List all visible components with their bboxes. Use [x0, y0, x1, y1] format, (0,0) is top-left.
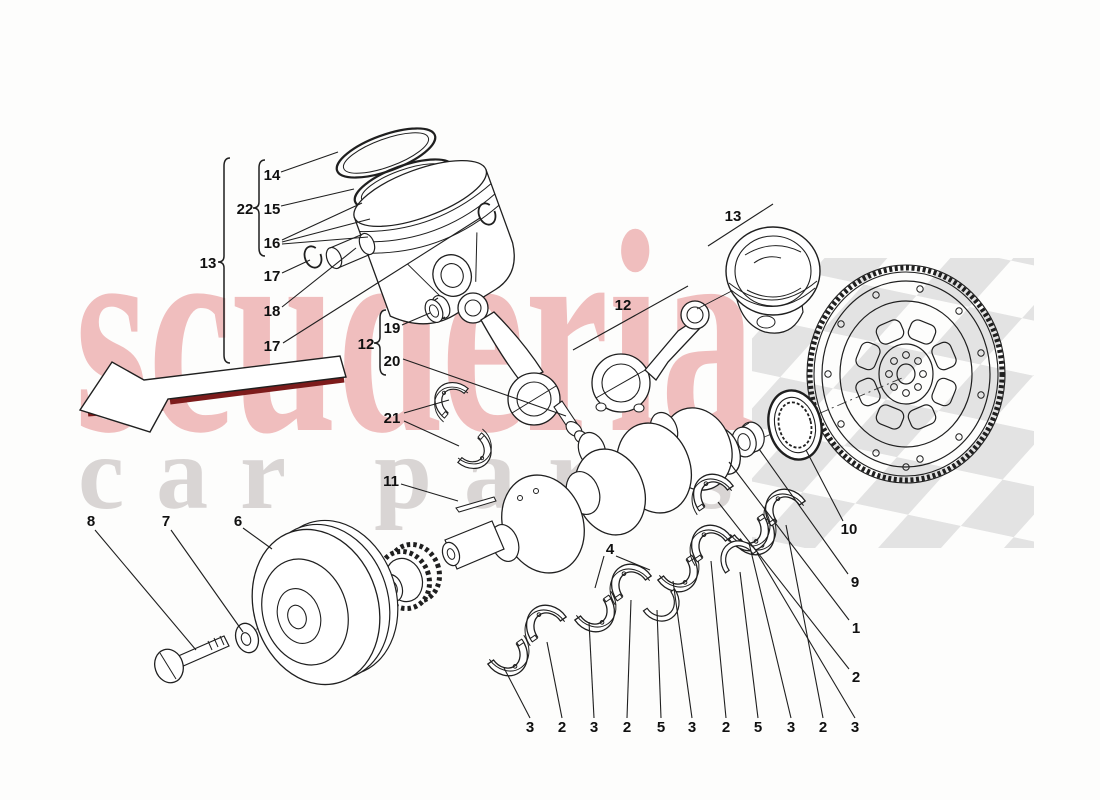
bracket-12-left — [373, 309, 387, 376]
callout-17: 17 — [264, 268, 281, 285]
piston-2-drawing — [725, 226, 821, 334]
callout-19: 19 — [384, 320, 401, 337]
leader-line-15 — [280, 188, 355, 207]
leader-line-18 — [281, 247, 357, 308]
leader-line-3 — [748, 542, 792, 719]
callout-3: 3 — [526, 719, 534, 736]
callout-2: 2 — [623, 719, 631, 736]
rod-bushing-drawing — [424, 295, 451, 323]
leader-line-20 — [402, 358, 567, 417]
bracket-13-left — [217, 157, 231, 364]
callout-2: 2 — [558, 719, 566, 736]
leader-line-4 — [615, 555, 651, 571]
leader-line-6 — [242, 527, 273, 550]
flywheel-drawing — [806, 264, 1006, 484]
leader-line-17 — [282, 217, 481, 344]
leader-line-17 — [281, 259, 311, 274]
leader-line-3 — [588, 621, 595, 719]
leader-line-16 — [281, 236, 369, 245]
callout-3: 3 — [590, 719, 598, 736]
leader-line-21 — [403, 420, 460, 447]
callout-7: 7 — [162, 513, 170, 530]
leader-line-2 — [626, 599, 632, 719]
callout-8: 8 — [87, 513, 95, 530]
leader-line-2 — [710, 560, 727, 719]
callout-10: 10 — [841, 521, 858, 538]
callout-3: 3 — [851, 719, 859, 736]
callout-16: 16 — [264, 235, 281, 252]
callout-3: 3 — [787, 719, 795, 736]
direction-arrow — [78, 355, 347, 433]
callout-12: 12 — [358, 336, 375, 353]
callout-3: 3 — [688, 719, 696, 736]
leader-line-9 — [758, 448, 849, 575]
bracket-22 — [252, 159, 266, 257]
callout-2: 2 — [722, 719, 730, 736]
callout-12: 12 — [615, 297, 632, 314]
callout-18: 18 — [264, 303, 281, 320]
leader-line-3 — [672, 580, 693, 719]
pulley-drawing — [251, 519, 399, 686]
circlip-front-drawing — [303, 245, 323, 269]
callout-22: 22 — [237, 201, 254, 218]
woodruff-key-drawing — [455, 496, 497, 513]
leader-line-11 — [400, 483, 459, 502]
callout-2: 2 — [819, 719, 827, 736]
leader-line-14 — [280, 151, 339, 173]
leader-line-3 — [756, 552, 856, 719]
callout-4: 4 — [606, 541, 615, 558]
leader-line-12 — [572, 285, 689, 351]
washer-drawing — [234, 622, 260, 654]
callout-13: 13 — [725, 208, 742, 225]
callout-5: 5 — [657, 719, 665, 736]
leader-line-2 — [546, 641, 563, 719]
callout-13: 13 — [200, 255, 217, 272]
callout-20: 20 — [384, 353, 401, 370]
callout-15: 15 — [264, 201, 281, 218]
leader-line-21 — [403, 399, 450, 414]
leader-line-4 — [594, 555, 605, 589]
leader-line-19 — [401, 312, 431, 326]
crankshaft-drawing — [441, 407, 741, 574]
wrist-pin-drawing — [325, 232, 376, 270]
leader-line-5 — [739, 571, 759, 719]
callout-21: 21 — [384, 410, 401, 427]
circlip-rear-drawing — [477, 202, 497, 226]
leader-line-2 — [717, 501, 850, 670]
callout-5: 5 — [754, 719, 762, 736]
callout-11: 11 — [383, 473, 399, 490]
connecting-rod-2-drawing — [591, 300, 710, 413]
seal-ring-drawing — [767, 389, 823, 461]
callout-14: 14 — [264, 167, 281, 184]
leader-line-13 — [707, 203, 774, 247]
leader-line-2 — [785, 524, 824, 719]
callout-6: 6 — [234, 513, 242, 530]
leader-line-5 — [656, 609, 662, 719]
callout-1: 1 — [852, 620, 860, 637]
callout-9: 9 — [851, 574, 859, 591]
leader-line-16 — [281, 218, 371, 243]
callout-17: 17 — [264, 338, 281, 355]
leader-line-3 — [503, 667, 531, 719]
leader-line-7 — [170, 529, 244, 633]
callout-2: 2 — [852, 669, 860, 686]
bolt-drawing — [154, 635, 230, 684]
leader-line-16 — [281, 202, 363, 241]
leader-line-10 — [805, 449, 844, 522]
leader-line-8 — [94, 529, 197, 651]
